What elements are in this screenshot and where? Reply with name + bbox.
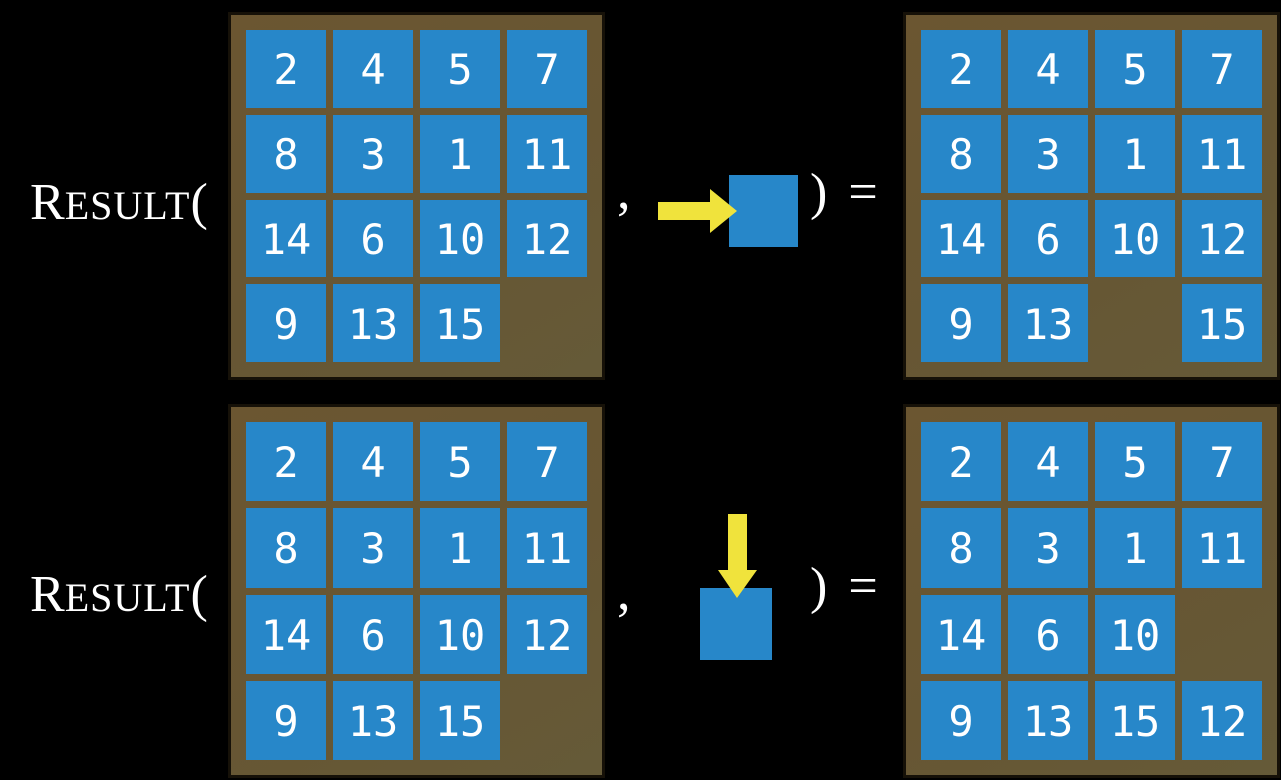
puzzle-cell: 9 [921,680,1001,760]
puzzle-cell: 13 [333,284,413,362]
result-function-label: RESULT( [30,174,208,231]
separator-comma: , [617,561,631,621]
function-name-smallcaps: ESULT [64,575,191,620]
puzzle-board-input-1: 2 4 5 7 8 3 1 11 14 6 10 12 9 13 15 [228,12,605,380]
puzzle-cell: 6 [1008,594,1088,674]
puzzle-cell: 2 [246,30,326,108]
puzzle-cell: 11 [507,508,587,588]
puzzle-cell: 10 [1095,594,1175,674]
puzzle-cell: 1 [1095,508,1175,588]
puzzle-cell [1182,595,1262,674]
puzzle-cell: 5 [420,30,500,108]
puzzle-cell: 9 [246,680,326,760]
puzzle-cell: 7 [1182,422,1262,502]
puzzle-cell: 6 [333,594,413,674]
puzzle-cell: 1 [420,508,500,588]
open-paren: ( [190,566,208,623]
puzzle-cell: 10 [420,594,500,674]
puzzle-cell: 1 [1095,114,1175,193]
puzzle-cell: 2 [921,30,1001,108]
puzzle-cell: 4 [1008,422,1088,502]
puzzle-board-output-2: 2 4 5 7 8 3 1 11 14 6 10 9 13 15 12 [903,404,1280,778]
puzzle-cell: 10 [420,199,500,278]
puzzle-cell: 12 [507,594,587,674]
puzzle-cell: 14 [921,199,1001,278]
puzzle-cell: 8 [921,114,1001,193]
puzzle-board-input-2: 2 4 5 7 8 3 1 11 14 6 10 12 9 13 15 [228,404,605,778]
puzzle-cell: 7 [507,422,587,502]
puzzle-cell: 4 [333,30,413,108]
puzzle-cell: 11 [507,114,587,193]
puzzle-cell: 4 [1008,30,1088,108]
puzzle-cell: 4 [333,422,413,502]
puzzle-cell: 13 [333,680,413,760]
puzzle-cell: 3 [1008,114,1088,193]
puzzle-cell: 7 [1182,30,1262,108]
puzzle-cell: 8 [921,508,1001,588]
close-paren-equals: ) = [810,558,882,615]
puzzle-cell: 8 [246,114,326,193]
puzzle-cell: 3 [1008,508,1088,588]
result-function-label: RESULT( [30,566,208,623]
puzzle-cell: 12 [507,199,587,278]
puzzle-cell: 14 [246,594,326,674]
puzzle-cell: 15 [1182,284,1262,362]
puzzle-cell: 1 [420,114,500,193]
separator-comma: , [617,160,631,220]
puzzle-cell: 5 [420,422,500,502]
puzzle-cell: 6 [333,199,413,278]
close-paren-equals: ) = [810,164,882,221]
action-tile-square [729,175,798,247]
puzzle-cell: 9 [246,284,326,362]
puzzle-cell: 13 [1008,680,1088,760]
puzzle-cell [507,284,587,362]
puzzle-cell: 11 [1182,114,1262,193]
function-name-initial: R [30,566,65,623]
puzzle-cell: 14 [921,594,1001,674]
puzzle-cell: 15 [1095,680,1175,760]
puzzle-cell: 14 [246,199,326,278]
puzzle-cell [507,681,587,760]
puzzle-cell: 3 [333,114,413,193]
puzzle-cell: 10 [1095,199,1175,278]
puzzle-cell: 7 [507,30,587,108]
puzzle-cell: 12 [1182,199,1262,278]
puzzle-cell: 5 [1095,422,1175,502]
puzzle-cell: 15 [420,284,500,362]
puzzle-cell: 3 [333,508,413,588]
puzzle-cell: 12 [1182,680,1262,760]
puzzle-cell [1095,284,1175,362]
puzzle-cell: 9 [921,284,1001,362]
down-arrow-icon [718,514,757,598]
action-tile-square [700,588,772,660]
puzzle-board-output-1: 2 4 5 7 8 3 1 11 14 6 10 12 9 13 15 [903,12,1280,380]
open-paren: ( [190,174,208,231]
puzzle-cell: 2 [921,422,1001,502]
puzzle-cell: 11 [1182,508,1262,588]
puzzle-cell: 2 [246,422,326,502]
puzzle-cell: 13 [1008,284,1088,362]
puzzle-cell: 8 [246,508,326,588]
puzzle-cell: 5 [1095,30,1175,108]
puzzle-cell: 15 [420,680,500,760]
function-name-smallcaps: ESULT [64,183,191,228]
function-name-initial: R [30,174,65,231]
puzzle-cell: 6 [1008,199,1088,278]
right-arrow-icon [658,189,737,233]
